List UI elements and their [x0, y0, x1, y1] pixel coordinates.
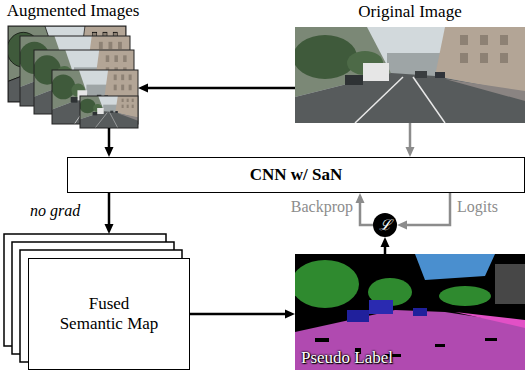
image-stack: Augmented Images — [8, 26, 138, 128]
arrow-head — [138, 84, 148, 93]
fused-map-stack: Fused Semantic Map — [4, 234, 190, 370]
connector — [381, 237, 390, 254]
connector-line — [360, 202, 373, 225]
connector — [406, 123, 415, 157]
image-heading: Original Image — [265, 2, 527, 22]
connector — [190, 310, 295, 319]
front-box: Fused Semantic Map — [28, 258, 190, 370]
arrow-head — [356, 193, 365, 203]
pseudo-label-image: Pseudo Label — [295, 254, 525, 370]
arrow-head — [381, 237, 390, 247]
node-text: CNN w/ SaN — [250, 165, 343, 185]
connector-line — [384, 246, 387, 254]
connector-line — [406, 193, 450, 225]
arrow-head — [397, 221, 407, 230]
edge-label: Backprop — [291, 198, 353, 216]
connector — [356, 193, 374, 225]
connector — [105, 193, 114, 234]
image-heading: Augmented Images — [0, 1, 168, 21]
arrow-head — [285, 310, 295, 319]
edge-label: Logits — [457, 198, 498, 216]
connector — [397, 193, 450, 230]
arrow-head — [105, 147, 114, 157]
loss-circle: ℒ — [373, 213, 397, 237]
connector-line — [108, 193, 111, 225]
node-text: Fused Semantic Map — [57, 294, 161, 333]
arrow-head — [406, 147, 415, 157]
connector-line — [409, 123, 412, 148]
input-image: Original Image — [295, 27, 525, 123]
connector-line — [108, 128, 111, 148]
node-text: Pseudo Label — [301, 348, 393, 368]
network-box: CNN w/ SaN — [67, 157, 525, 193]
edge-label: no grad — [30, 202, 80, 220]
connector — [138, 84, 295, 93]
connector-line — [147, 87, 295, 90]
connector — [105, 128, 114, 157]
arrow-head — [105, 224, 114, 234]
node-text: ℒ — [379, 218, 391, 233]
connector-line — [190, 313, 286, 316]
